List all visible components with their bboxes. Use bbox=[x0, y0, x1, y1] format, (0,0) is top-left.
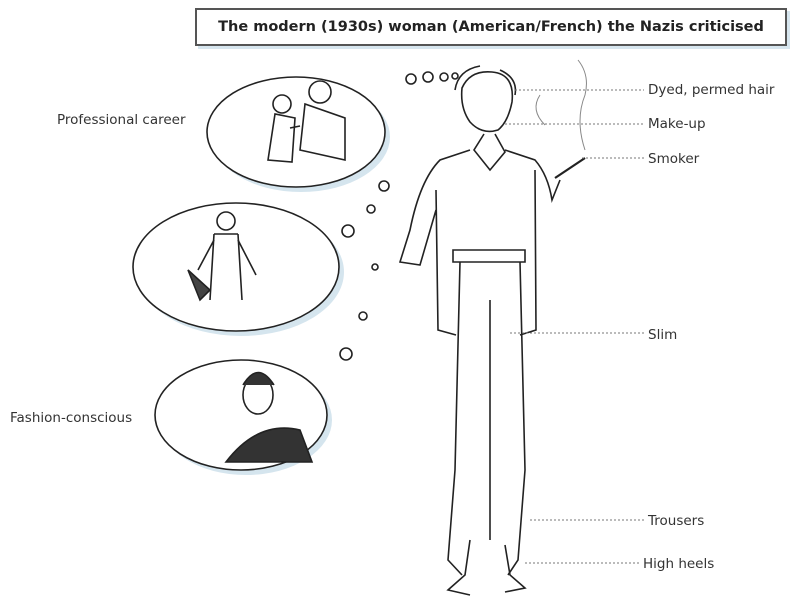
woman-figure bbox=[400, 60, 586, 595]
leader-lines bbox=[505, 90, 644, 563]
bubble-outfit bbox=[133, 203, 344, 336]
bubble-fashion-conscious bbox=[155, 360, 332, 475]
bubble-professional-career bbox=[207, 77, 390, 192]
